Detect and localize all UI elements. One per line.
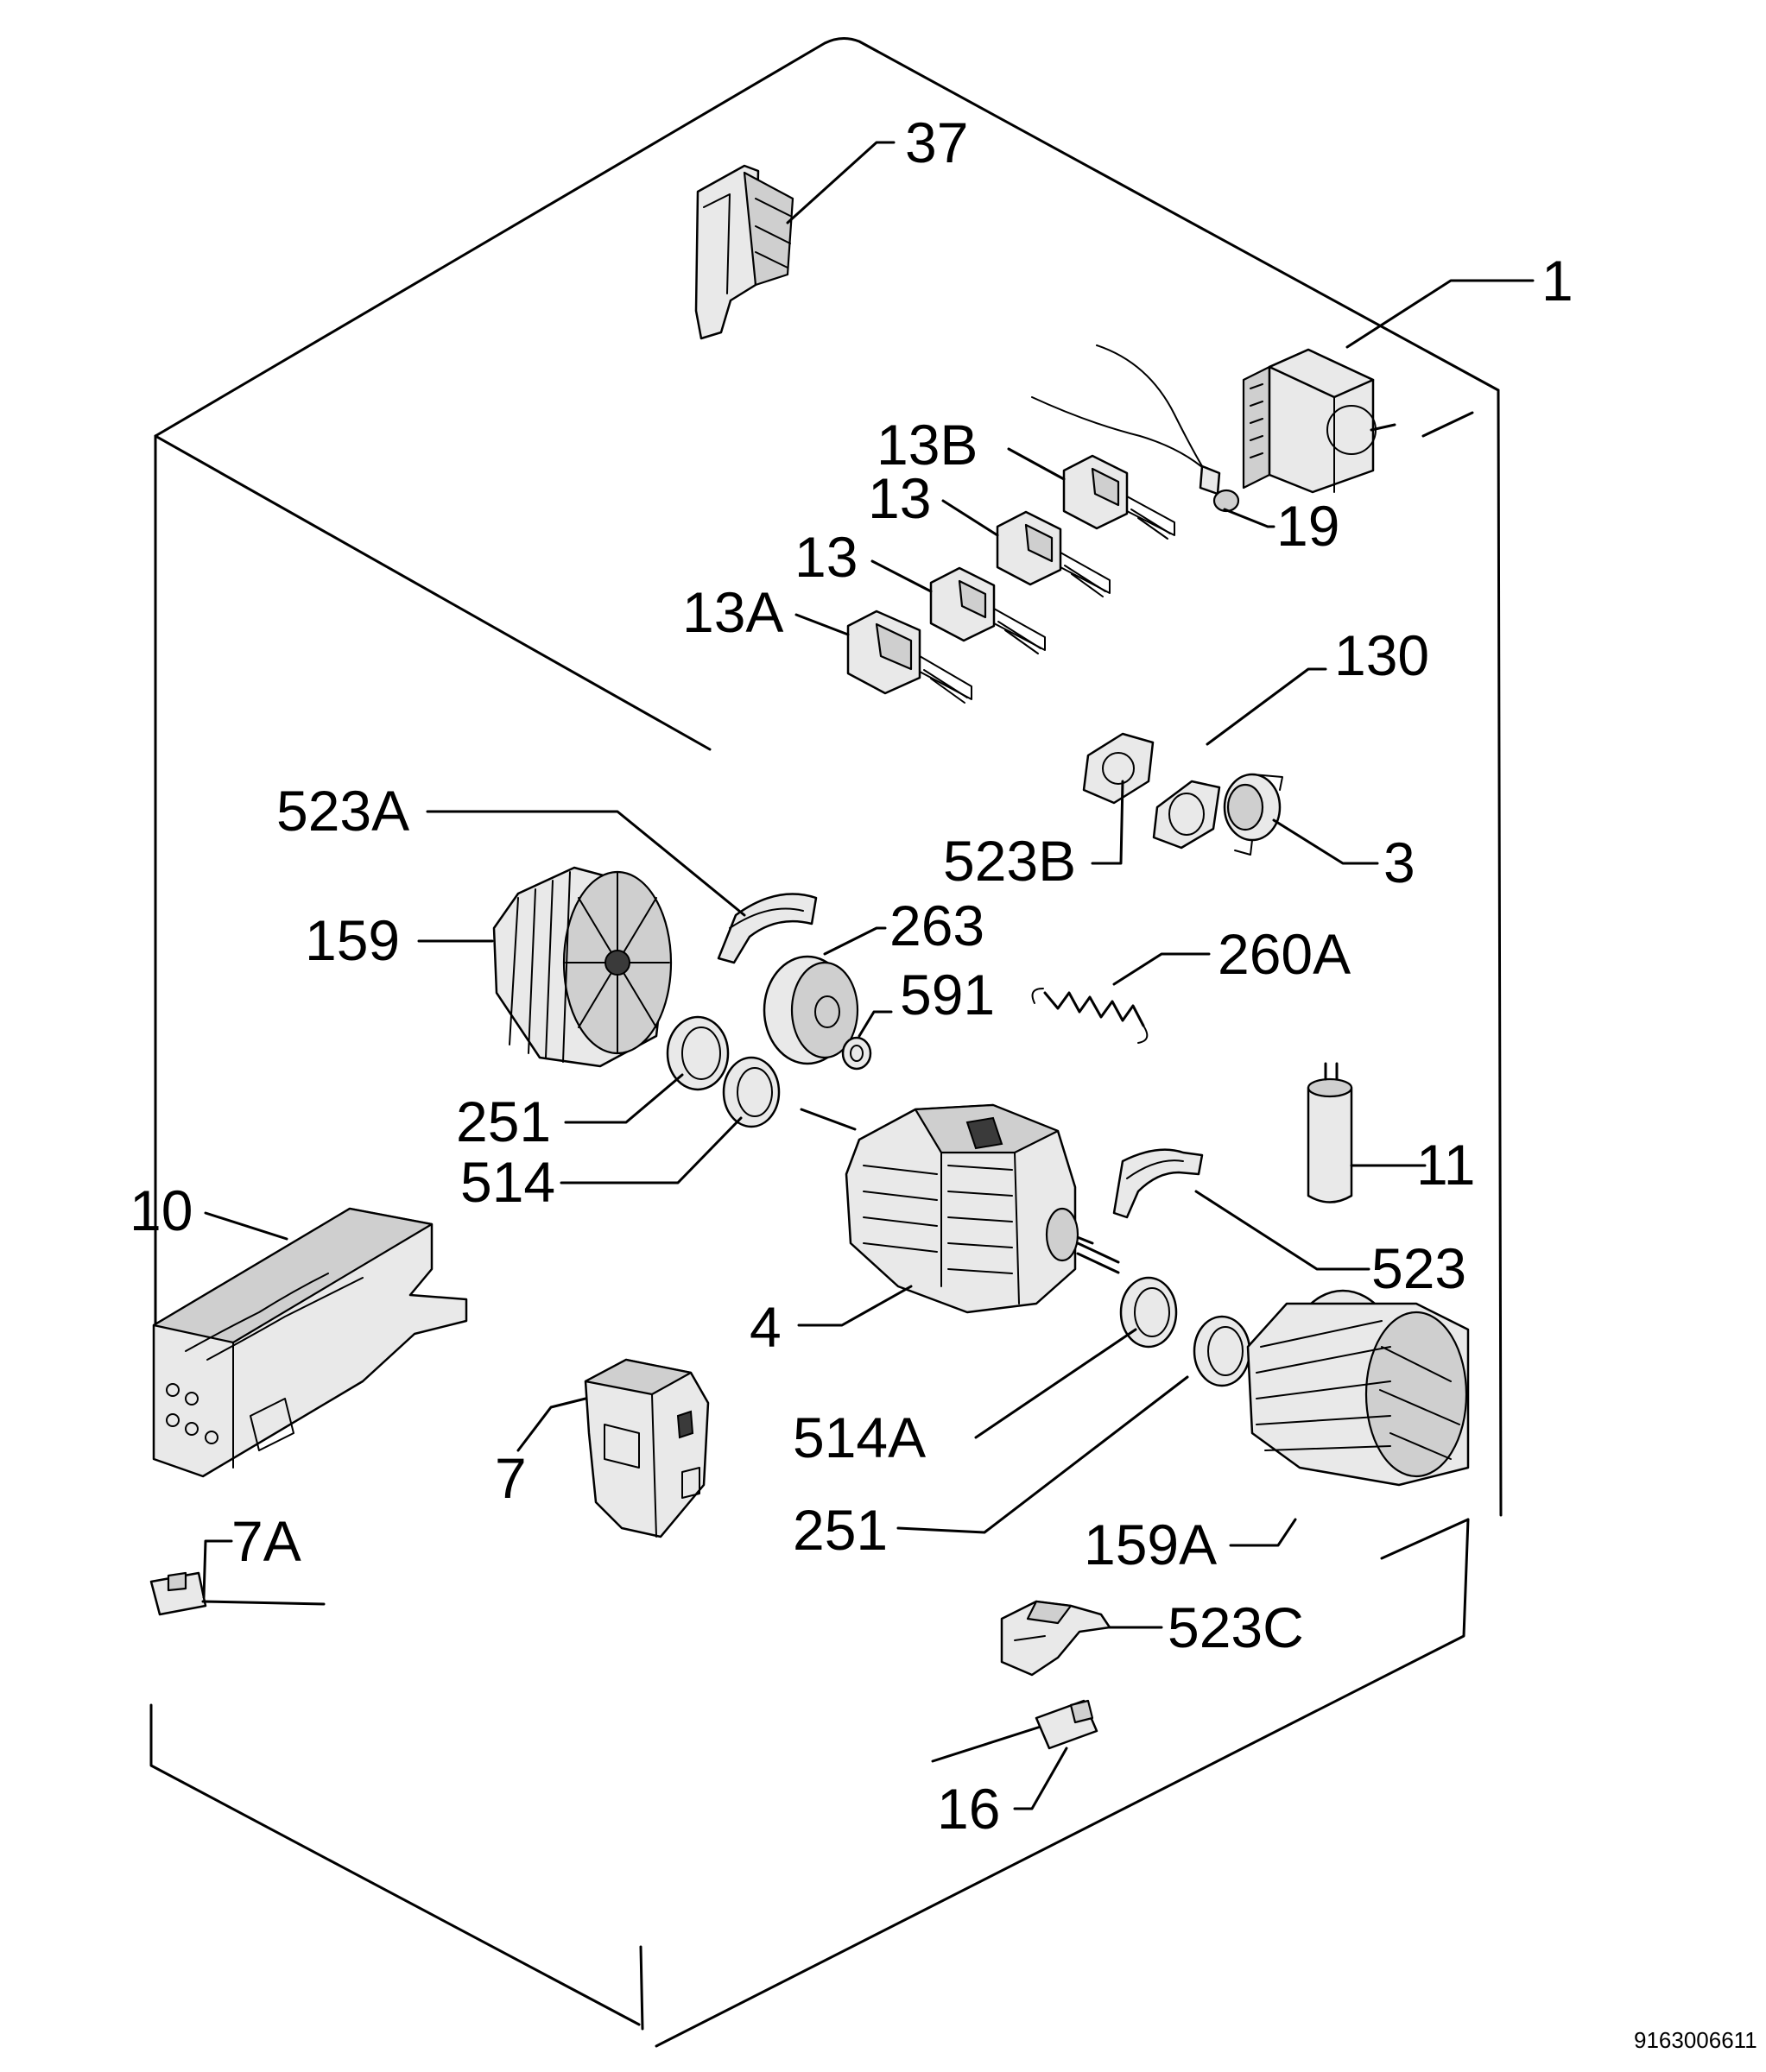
label-7A: 7A — [231, 1509, 301, 1573]
part-labels: 37 1 13B 13 13 13A 19 130 523B 3 523A 15… — [130, 111, 1757, 2053]
part-13B-connector — [1062, 454, 1175, 540]
label-251-lower: 251 — [793, 1498, 888, 1562]
diagram-code: 9163006611 — [1634, 2027, 1757, 2053]
part-523B-bracket — [1082, 732, 1155, 805]
part-523A-bracket — [717, 893, 818, 964]
label-7: 7 — [495, 1446, 527, 1510]
cabinet-outline — [149, 37, 1503, 2048]
label-130: 130 — [1334, 623, 1429, 687]
part-19-sensor — [1031, 344, 1240, 513]
part-130-gasket — [1152, 780, 1221, 850]
part-3-sensor — [1223, 773, 1283, 856]
label-13A: 13A — [682, 580, 783, 644]
part-11-capacitor — [1307, 1062, 1353, 1203]
label-1: 1 — [1541, 249, 1573, 313]
part-263-pulley — [763, 955, 859, 1065]
part-514A-ring — [1119, 1276, 1178, 1349]
label-523C: 523C — [1168, 1595, 1304, 1659]
label-591: 591 — [900, 963, 995, 1027]
part-10-heater — [152, 1207, 468, 1478]
label-251-upper: 251 — [456, 1090, 551, 1153]
part-16-switch — [931, 1699, 1098, 1763]
label-514A: 514A — [793, 1406, 926, 1469]
part-251-ring-upper — [666, 1015, 730, 1091]
label-16: 16 — [937, 1777, 1000, 1841]
part-514-ring-upper — [722, 1056, 781, 1128]
part-7A-switch — [149, 1571, 326, 1616]
part-523C-bracket — [1000, 1600, 1111, 1677]
part-159-fan — [492, 866, 673, 1068]
part-591-washer — [841, 1036, 872, 1071]
label-4: 4 — [750, 1295, 782, 1359]
part-260A-spring — [1031, 988, 1149, 1044]
part-159A-fan — [1246, 1289, 1470, 1487]
label-260A: 260A — [1218, 922, 1351, 986]
part-251-ring-lower — [1193, 1315, 1251, 1387]
label-11: 11 — [1416, 1133, 1476, 1197]
part-13A-connector — [846, 610, 972, 704]
label-3: 3 — [1383, 831, 1415, 894]
label-13-upper: 13 — [868, 466, 931, 530]
label-263: 263 — [889, 894, 984, 957]
leader-lines — [202, 141, 1535, 1810]
part-523-bracket — [1112, 1148, 1204, 1219]
label-37: 37 — [905, 111, 968, 174]
label-19: 19 — [1276, 494, 1339, 558]
label-10: 10 — [130, 1178, 193, 1242]
label-523: 523 — [1371, 1236, 1466, 1300]
label-514: 514 — [460, 1150, 555, 1214]
part-7-door-lock — [584, 1358, 710, 1538]
label-13-lower: 13 — [794, 525, 858, 589]
part-13-connector-b — [929, 566, 1046, 654]
label-159: 159 — [305, 908, 400, 972]
label-523B: 523B — [943, 829, 1076, 893]
part-37-bracket — [694, 164, 794, 340]
label-159A: 159A — [1084, 1513, 1217, 1576]
label-523A: 523A — [276, 779, 409, 843]
part-4-motor — [800, 1103, 1120, 1314]
label-13B: 13B — [877, 413, 978, 477]
part-1-timer — [1242, 348, 1396, 494]
part-13-connector-a — [996, 510, 1111, 597]
